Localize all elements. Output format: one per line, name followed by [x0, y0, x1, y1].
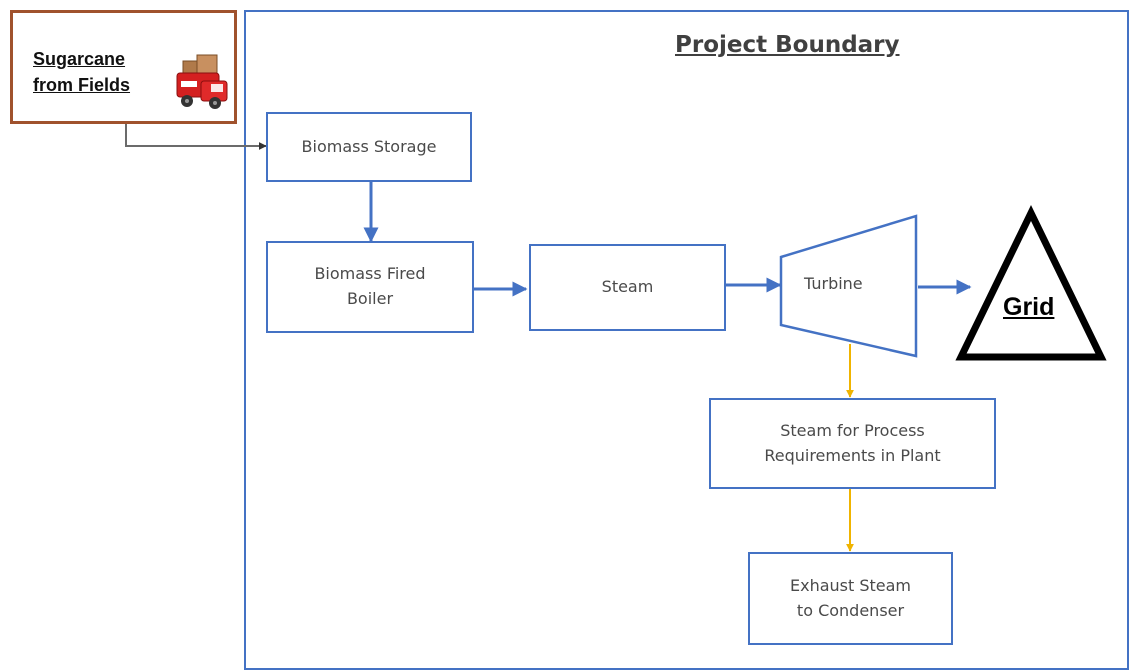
turbine-label: Turbine	[804, 274, 863, 293]
grid-label: Grid	[1003, 293, 1055, 321]
steam-label: Steam	[601, 277, 654, 297]
boiler-line-1: Biomass Fired	[314, 264, 426, 284]
feed-arrow	[125, 124, 267, 150]
exhaust-steam-box: Exhaust Steam to Condenser	[748, 552, 953, 645]
biomass-boiler-box: Biomass Fired Boiler	[266, 241, 474, 333]
project-boundary-title: Project Boundary	[675, 32, 900, 58]
boiler-line-2: Boiler	[346, 289, 394, 308]
exhaust-line-2: to Condenser	[796, 600, 905, 620]
biomass-storage-label: Biomass Storage	[301, 136, 437, 156]
biomass-storage-box: Biomass Storage	[266, 112, 472, 182]
process-steam-box: Steam for Process Requirements in Plant	[709, 398, 996, 489]
sugarcane-source-label: Sugarcane from Fields	[33, 46, 130, 98]
steam-box: Steam	[529, 244, 726, 331]
sugarcane-source-box: Sugarcane from Fields	[10, 10, 237, 124]
turbine-shape	[779, 214, 918, 358]
grid-triangle	[955, 204, 1107, 361]
exhaust-line-1: Exhaust Steam	[789, 575, 912, 595]
source-line-1: Sugarcane	[33, 49, 126, 69]
truck-icon	[176, 54, 228, 109]
flow-arrows	[125, 124, 1107, 552]
source-line-2: from Fields	[33, 75, 131, 95]
process-line-1: Steam for Process	[780, 420, 925, 440]
process-line-2: Requirements in Plant	[764, 445, 941, 465]
